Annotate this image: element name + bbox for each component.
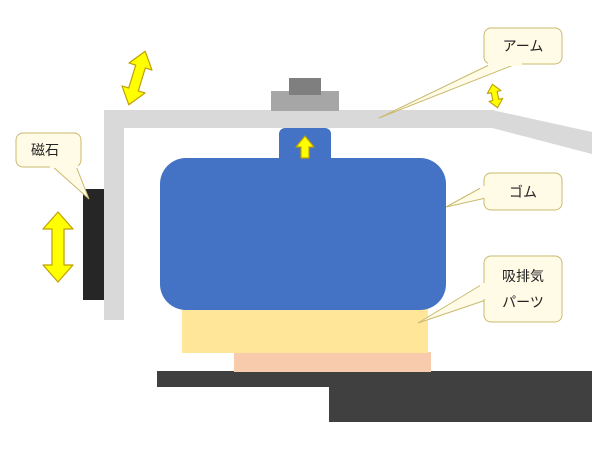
exhaust-part: [182, 306, 428, 353]
exhaust-label-line1: 吸排気: [502, 269, 544, 285]
callout-arm: アーム: [378, 27, 563, 119]
double-arrow-icon-magnet: [42, 211, 74, 283]
arm-tip: [492, 110, 592, 154]
arm: [104, 110, 592, 320]
callout-exhaust: 吸排気 パーツ: [417, 255, 563, 324]
double-arrow-icon-arm-tip: [486, 83, 504, 109]
magnet: [83, 189, 104, 300]
up-arrow-icon: [295, 135, 315, 159]
knob-top: [289, 78, 321, 95]
arm-label: アーム: [503, 39, 544, 55]
magnet-label: 磁石: [31, 143, 59, 159]
callout-rubber: ゴム: [445, 172, 563, 211]
rubber-body: [160, 158, 446, 310]
callout-magnet: 磁石: [15, 132, 90, 200]
exhaust-label-line2: パーツ: [502, 295, 544, 311]
rubber-label: ゴム: [509, 184, 537, 201]
base-bottom: [329, 385, 592, 422]
adjust-knob: [271, 78, 339, 111]
pad: [234, 352, 431, 372]
double-arrow-icon-left-top: [121, 50, 153, 106]
arm-vertical: [104, 110, 124, 320]
base-top: [157, 371, 592, 387]
knob-base: [271, 91, 339, 111]
arm-horizontal: [104, 110, 494, 128]
base-plate: [157, 371, 592, 422]
